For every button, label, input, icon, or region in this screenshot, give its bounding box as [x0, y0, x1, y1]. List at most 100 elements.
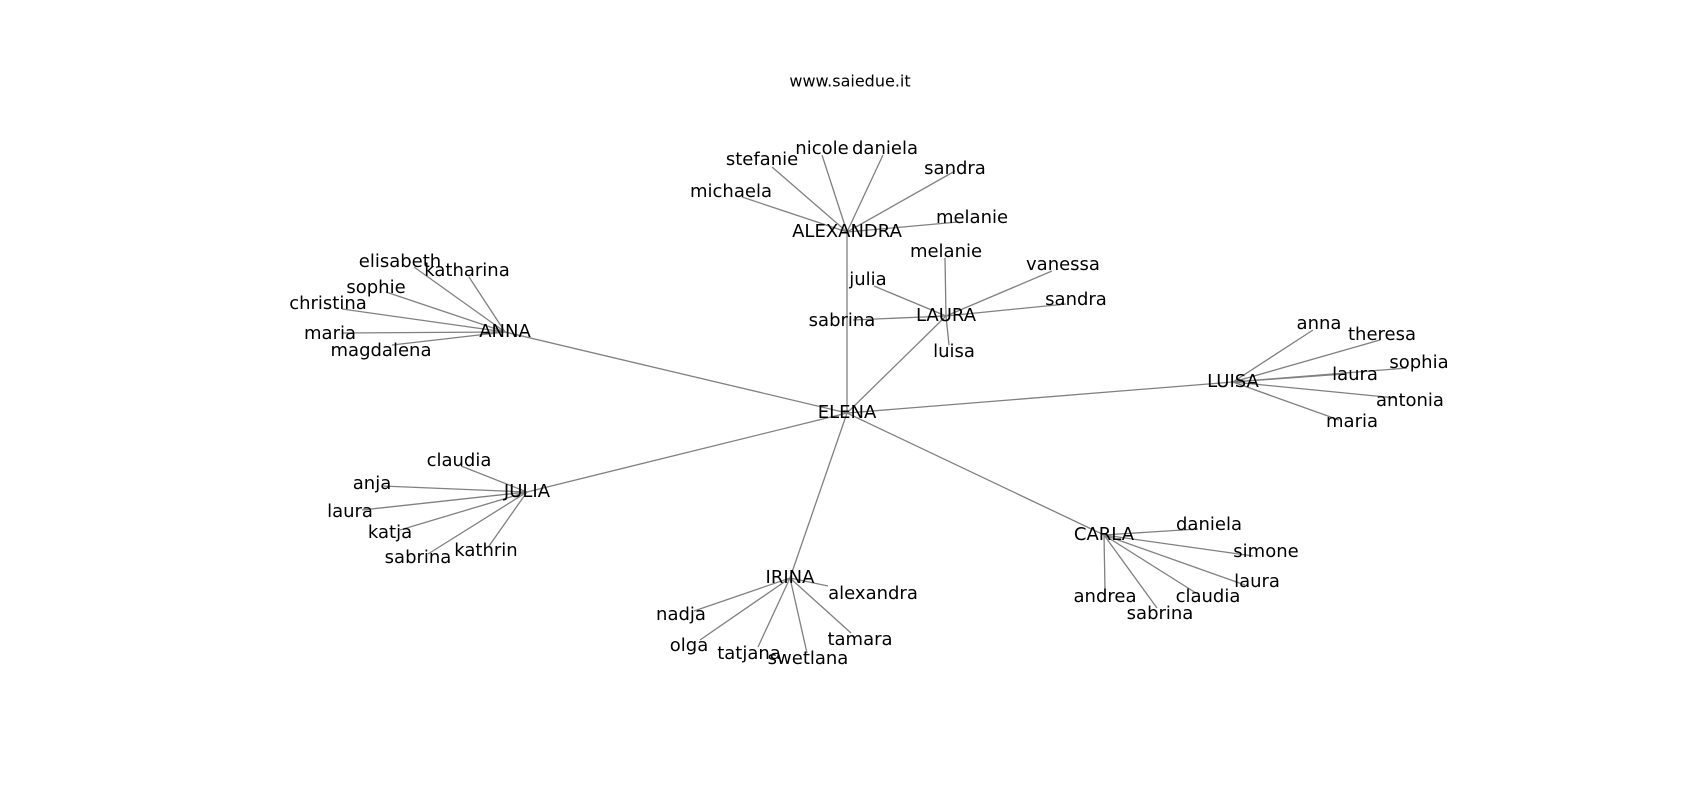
node-irina-swetlana: swetlana	[768, 648, 849, 669]
edge-luisa-laura	[1232, 373, 1345, 383]
node-anna-katharina: katharina	[424, 260, 509, 281]
edge-alexandra-nicole	[821, 154, 848, 233]
node-irina-olga: olga	[670, 635, 708, 656]
node-anna-maria: maria	[304, 323, 356, 344]
edge-anna-katharina	[468, 276, 506, 333]
node-hub-julia: JULIA	[503, 481, 551, 502]
edge-anna-christina	[341, 308, 506, 333]
node-hub-irina: IRINA	[766, 567, 816, 588]
node-alexandra-melanie: melanie	[936, 207, 1008, 228]
edge-julia-katja	[399, 491, 528, 531]
edge-carla-simone	[1103, 534, 1254, 557]
edge-carla-laura	[1103, 534, 1246, 586]
node-alexandra-nicole: nicole	[795, 138, 848, 159]
edge-julia-anja	[381, 485, 528, 493]
edge-anna-magdalena	[391, 331, 506, 346]
edge-anna-maria	[341, 331, 506, 334]
node-laura-sandra: sandra	[1045, 289, 1107, 310]
node-laura-vanessa: vanessa	[1026, 254, 1100, 275]
node-luisa-theresa: theresa	[1348, 324, 1416, 345]
edge-irina-alexandra	[789, 577, 829, 587]
node-alexandra-stefanie: stefanie	[726, 149, 798, 170]
edge-carla-andrea	[1103, 534, 1106, 591]
edge-julia-claudia	[460, 465, 528, 493]
node-luisa-antonia: antonia	[1376, 390, 1444, 411]
edge-laura-julia	[873, 285, 947, 317]
node-hub-carla: CARLA	[1074, 524, 1135, 545]
edge-elena-julia	[526, 412, 848, 493]
edge-elena-luisa	[846, 381, 1234, 414]
edge-elena-carla	[846, 412, 1105, 536]
node-anna-elisabeth: elisabeth	[359, 251, 441, 272]
edge-laura-sandra	[945, 303, 1067, 317]
edge-irina-tamara	[789, 577, 852, 634]
node-luisa-sophia: sophia	[1389, 352, 1448, 373]
diagram-title: www.saiedue.it	[789, 72, 910, 91]
edge-alexandra-sandra	[846, 170, 956, 233]
edge-alexandra-daniela	[846, 154, 884, 233]
edges-layer	[341, 154, 1408, 654]
node-luisa-laura: laura	[1332, 364, 1378, 385]
edge-elena-irina	[789, 412, 848, 579]
edge-luisa-maria	[1232, 381, 1340, 421]
node-carla-simone: simone	[1233, 541, 1298, 562]
node-irina-tamara: tamara	[827, 629, 892, 650]
node-laura-luisa: luisa	[933, 341, 975, 362]
node-hub-laura: LAURA	[916, 305, 977, 326]
node-irina-nadja: nadja	[656, 604, 706, 625]
node-irina-alexandra: alexandra	[828, 583, 918, 604]
node-luisa-anna: anna	[1297, 313, 1342, 334]
edge-luisa-anna	[1232, 329, 1314, 383]
edge-alexandra-melanie	[846, 221, 959, 233]
edge-carla-sabrina	[1103, 534, 1158, 609]
edge-irina-nadja	[693, 577, 791, 612]
edge-julia-laura	[361, 491, 528, 511]
edge-laura-sabrina	[852, 315, 947, 321]
edge-julia-kathrin	[488, 491, 528, 547]
node-carla-daniela: daniela	[1176, 514, 1242, 535]
edge-carla-claudia	[1103, 534, 1197, 594]
node-julia-sabrina: sabrina	[385, 547, 452, 568]
node-carla-andrea: andrea	[1074, 586, 1137, 607]
node-carla-laura: laura	[1234, 571, 1280, 592]
node-julia-claudia: claudia	[427, 450, 492, 471]
node-laura-melanie: melanie	[910, 241, 982, 262]
node-alexandra-daniela: daniela	[852, 138, 918, 159]
edge-irina-swetlana	[789, 577, 808, 654]
node-luisa-maria: maria	[1326, 411, 1378, 432]
node-irina-tatjana: tatjana	[717, 643, 781, 664]
edge-carla-daniela	[1103, 528, 1199, 536]
edge-julia-sabrina	[427, 491, 528, 555]
node-alexandra-sandra: sandra	[924, 158, 986, 179]
node-hub-luisa: LUISA	[1207, 371, 1259, 392]
edge-luisa-antonia	[1232, 381, 1397, 399]
edge-irina-olga	[699, 577, 791, 641]
node-carla-claudia: claudia	[1176, 586, 1241, 607]
edge-laura-vanessa	[945, 270, 1053, 317]
node-laura-julia: julia	[848, 269, 886, 290]
edge-laura-melanie	[944, 257, 947, 317]
edge-anna-sophie	[385, 291, 506, 333]
node-julia-laura: laura	[327, 501, 373, 522]
node-julia-katja: katja	[368, 522, 412, 543]
node-carla-sabrina: sabrina	[1127, 603, 1194, 624]
node-hub-alexandra: ALEXANDRA	[792, 221, 902, 242]
node-hub-anna: ANNA	[479, 321, 531, 342]
node-anna-magdalena: magdalena	[331, 340, 432, 361]
node-alexandra-michaela: michaela	[690, 181, 772, 202]
node-center-elena: ELENA	[818, 402, 877, 423]
edge-alexandra-michaela	[741, 196, 848, 233]
edge-elena-anna	[504, 331, 848, 414]
node-anna-sophie: sophie	[346, 277, 405, 298]
node-laura-sabrina: sabrina	[809, 310, 876, 331]
node-julia-kathrin: kathrin	[454, 540, 517, 561]
edge-alexandra-stefanie	[771, 166, 848, 233]
edge-luisa-theresa	[1232, 339, 1381, 383]
node-anna-christina: christina	[289, 293, 367, 314]
edge-anna-elisabeth	[413, 266, 506, 333]
edge-irina-tatjana	[757, 577, 791, 648]
node-julia-anja: anja	[353, 473, 391, 494]
edge-laura-luisa	[945, 315, 950, 346]
